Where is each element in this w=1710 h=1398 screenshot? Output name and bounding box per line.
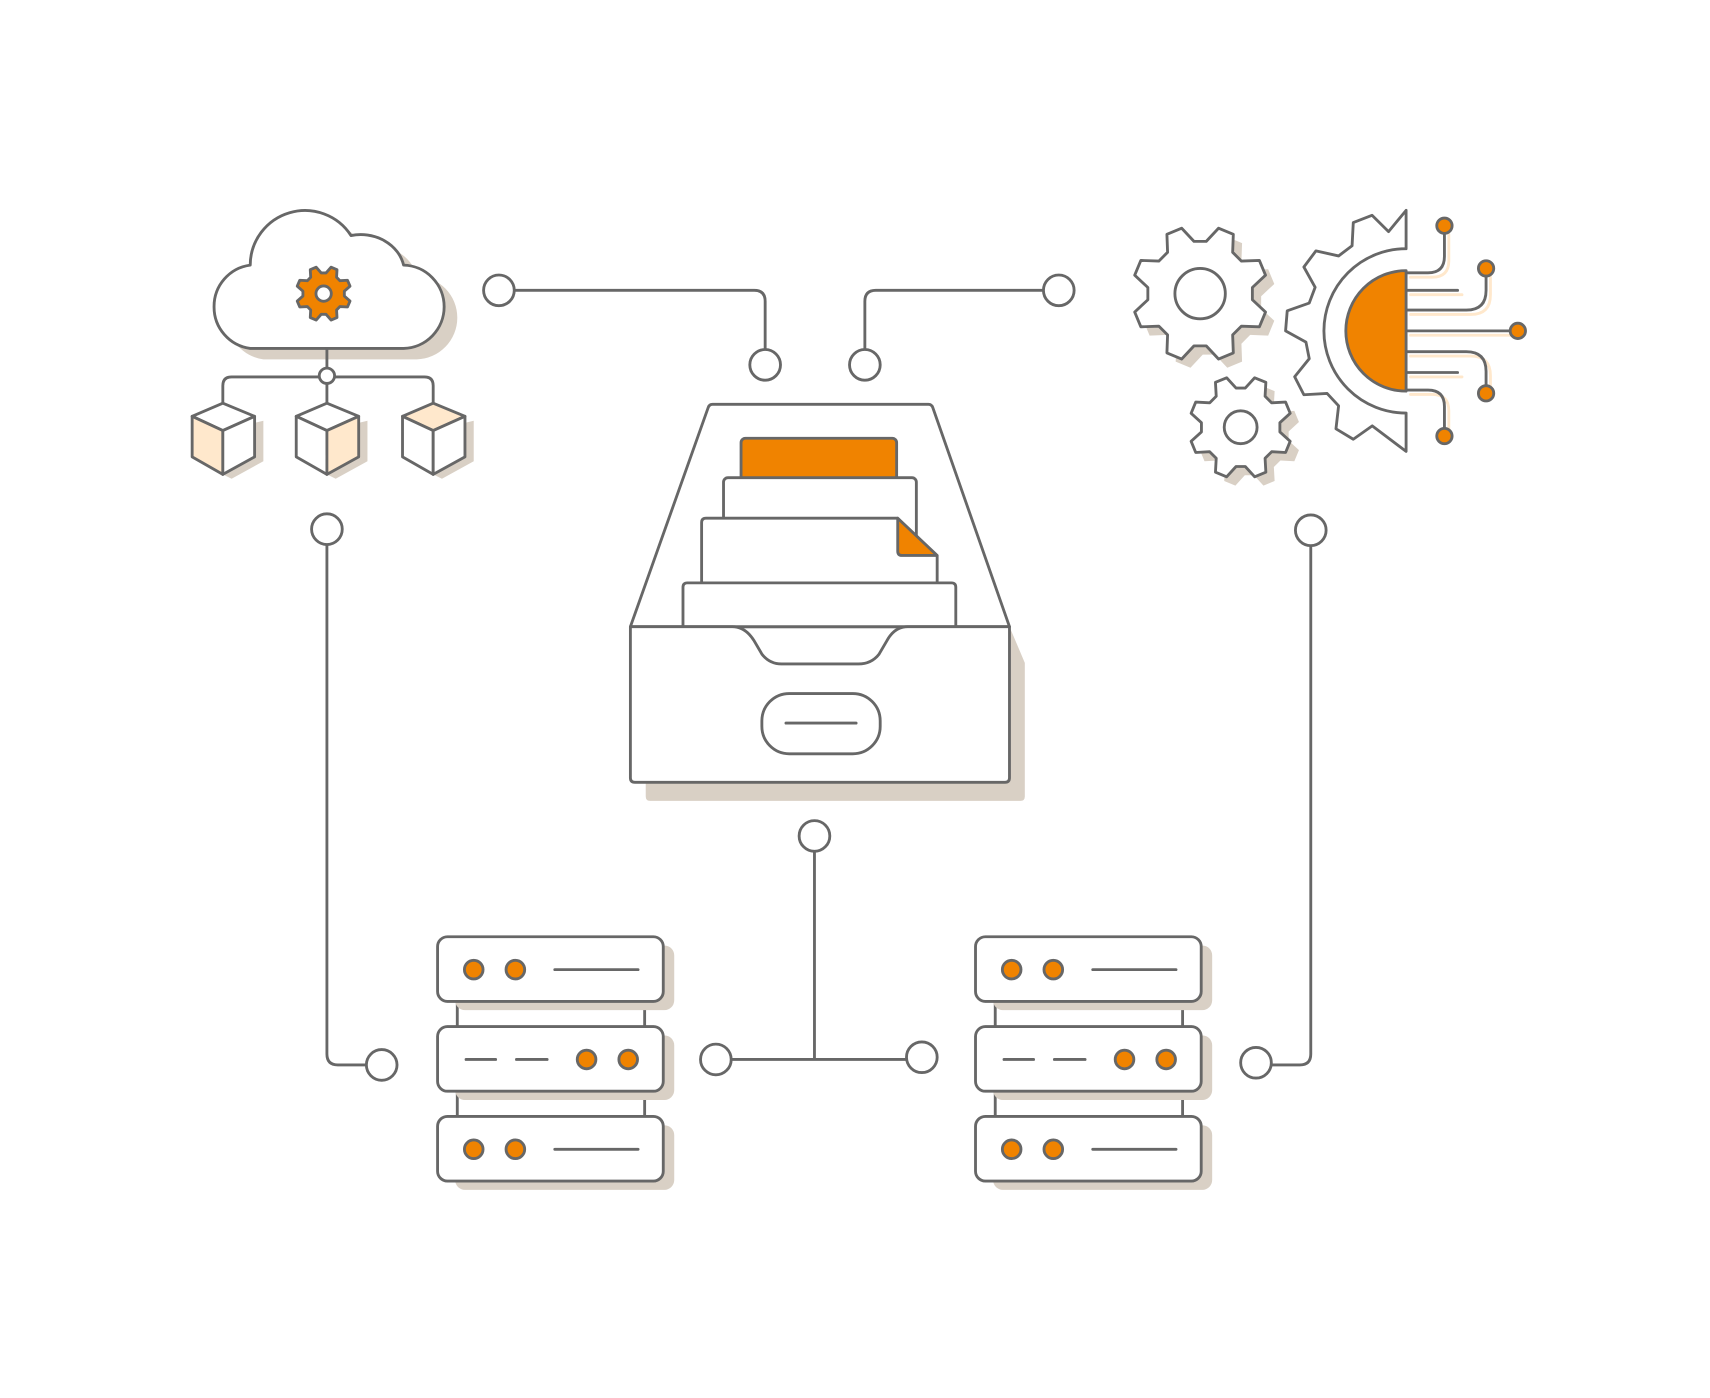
connector-cloud-to-tray	[512, 288, 767, 351]
half-disc	[1344, 269, 1408, 393]
circuit-line	[1404, 350, 1488, 391]
status-light	[504, 958, 527, 981]
cube-icon	[401, 401, 474, 479]
folder	[681, 581, 958, 629]
status-light	[1042, 1138, 1065, 1161]
connector-cloud-to-server	[325, 543, 368, 1067]
status-light	[1113, 1048, 1136, 1071]
circuit-node	[1508, 321, 1527, 340]
cloud-icon	[212, 209, 458, 360]
server-unit	[436, 1115, 665, 1183]
connector-gears-to-tray	[863, 288, 1045, 351]
status-light	[462, 1138, 485, 1161]
status-light	[1000, 958, 1023, 981]
connector-node	[1042, 273, 1076, 308]
document-corner	[896, 516, 939, 557]
server-unit	[436, 935, 665, 1003]
status-light	[575, 1048, 598, 1071]
connector-node	[748, 348, 782, 382]
connector-node	[310, 512, 344, 546]
connector-tray-to-servers	[729, 849, 908, 1061]
circuit-node	[1476, 259, 1496, 278]
circuit-node	[1435, 426, 1454, 446]
circuit-shadow	[1409, 354, 1492, 395]
cloud-tree	[221, 346, 435, 405]
status-light	[617, 1048, 639, 1071]
connector-node	[482, 273, 516, 308]
status-light	[462, 958, 485, 981]
ai-chip-gear-icon	[1284, 208, 1527, 453]
connector-gears-to-server	[1269, 544, 1313, 1067]
connectors	[310, 273, 1328, 1082]
circuit-line	[1404, 388, 1446, 434]
file-tab-orange	[739, 436, 899, 484]
circuit-line	[1404, 228, 1446, 275]
connector-node	[797, 819, 832, 853]
server-unit	[974, 1115, 1203, 1183]
circuit-shadow	[1409, 392, 1451, 438]
server-rack-icon	[974, 935, 1213, 1190]
circuit-node	[1476, 384, 1496, 403]
connector-node	[848, 348, 882, 382]
connector-node	[699, 1042, 733, 1077]
circuit-node	[1435, 216, 1454, 235]
server-unit	[974, 935, 1203, 1003]
file-tray-icon	[628, 402, 1025, 801]
status-light	[504, 1138, 527, 1161]
status-light	[1000, 1138, 1023, 1161]
cube-icon	[294, 401, 368, 479]
server-unit	[436, 1025, 665, 1093]
connector-node	[905, 1040, 939, 1075]
connector-node	[1294, 513, 1328, 548]
cube-icon	[190, 401, 264, 479]
connector-node	[364, 1048, 399, 1082]
server-unit	[974, 1025, 1203, 1093]
circuit-shadow	[1409, 233, 1451, 279]
connector-node	[1239, 1045, 1273, 1080]
status-light	[1155, 1048, 1177, 1071]
gears-icon	[1133, 226, 1299, 486]
server-rack-icon	[436, 935, 675, 1190]
circuit-line	[1404, 271, 1488, 312]
status-light	[1042, 958, 1065, 981]
circuit-shadow	[1409, 275, 1492, 316]
